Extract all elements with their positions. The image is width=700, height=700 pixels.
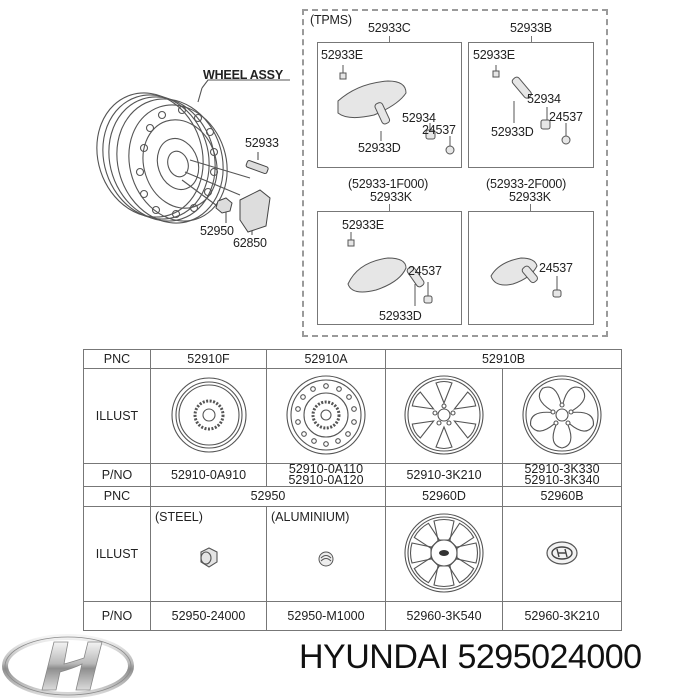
hyundai-logo <box>2 634 134 698</box>
callout-62850: 62850 <box>233 236 267 250</box>
pno-line: 52910-3K330 <box>524 462 600 476</box>
aluminium-lug-nut-icon <box>318 551 334 566</box>
part-24537: 24537 <box>549 110 583 124</box>
spare-steel-wheel-icon <box>170 376 247 453</box>
tpms-panel-1-code: 52933C <box>368 21 411 35</box>
tpms-group <box>302 9 608 337</box>
brand-part-number-caption: HYUNDAI 5295024000 <box>299 638 642 676</box>
illust-cell <box>385 506 503 602</box>
illust-cell <box>501 506 623 602</box>
part-52933D: 52933D <box>379 309 422 323</box>
parts-table: PNC 52910F 52910A 52910B ILLUST <box>83 349 623 631</box>
tpms-panel-4-code: 52933K <box>509 190 551 204</box>
callout-52933: 52933 <box>245 136 279 150</box>
pno-cell: 52910-0A110 52910-0A120 <box>266 462 386 487</box>
tpms-panel-3-variant: (52933-1F000) <box>348 177 429 191</box>
tpms-panel-3: 52933E 24537 52933D <box>317 211 462 325</box>
pno-line: 52910-3K340 <box>524 473 600 487</box>
pno-cell: 52960-3K210 <box>501 601 623 631</box>
callout-52950: 52950 <box>200 224 234 238</box>
tpms-valve-icon <box>492 65 571 145</box>
steel-wheel-icon <box>286 374 366 455</box>
pnc-cell: 52910F <box>150 349 267 369</box>
wheel-cover-icon <box>404 512 484 593</box>
wheel-assy-title: WHEEL ASSY <box>203 68 283 82</box>
tpms-panel-4: 24537 <box>468 211 594 325</box>
pno-cell: 52910-3K330 52910-3K340 <box>501 462 623 487</box>
tpms-panel-3-code: 52933K <box>370 190 412 204</box>
tpms-panel-4-variant: (52933-2F000) <box>486 177 567 191</box>
table-row-pno: P/NO 52950-24000 52950-M1000 52960-3K540… <box>83 601 623 631</box>
tpms-sensor-icon <box>347 232 433 306</box>
steel-wheel-icon <box>96 79 290 235</box>
illust-cell <box>385 368 503 464</box>
row-label-illust: ILLUST <box>83 506 151 602</box>
part-24537: 24537 <box>422 123 456 137</box>
table-row-illust: ILLUST (STEEL) (ALUMINIUM) <box>83 506 623 602</box>
material-label-steel: (STEEL) <box>155 510 203 524</box>
tpms-label: (TPMS) <box>310 13 352 27</box>
part-52933D: 52933D <box>491 125 534 139</box>
row-label-pno: P/NO <box>83 463 151 487</box>
illust-cell <box>266 368 386 464</box>
part-52933E: 52933E <box>321 48 363 62</box>
table-row-pnc: PNC 52950 52960D 52960B <box>83 486 623 507</box>
hyundai-logo-icon <box>2 634 134 698</box>
row-label-pno: P/NO <box>83 601 151 631</box>
pnc-cell: 52910A <box>266 349 386 369</box>
steel-lug-nut-icon <box>199 546 218 568</box>
tpms-integrated-sensor-icon <box>490 257 562 298</box>
illust-cell <box>150 368 267 464</box>
pno-cell: 52910-3K210 <box>385 463 503 487</box>
part-52934: 52934 <box>402 111 436 125</box>
part-52933E: 52933E <box>473 48 515 62</box>
pno-cell: 52960-3K540 <box>385 601 503 631</box>
hub-cap-emblem-icon <box>546 540 578 565</box>
illust-cell: (STEEL) <box>150 506 267 602</box>
pnc-cell: 52910B <box>384 349 623 369</box>
pnc-cell: 52950 <box>150 486 386 507</box>
illust-cell: (ALUMINIUM) <box>266 506 386 602</box>
table-row-pnc: PNC 52910F 52910A 52910B <box>83 349 623 369</box>
table-row-pno: P/NO 52910-0A910 52910-0A110 52910-0A120… <box>83 462 623 487</box>
tpms-panel-2: 52933E 52934 24537 52933D <box>468 42 594 168</box>
pno-cell: 52910-0A910 <box>150 463 267 487</box>
tpms-panel-2-code: 52933B <box>510 21 552 35</box>
alloy-wheel-5-spoke-icon <box>522 374 602 455</box>
illust-cell <box>501 368 623 464</box>
pno-line: 52910-0A120 <box>288 473 364 487</box>
pnc-cell: 52960B <box>501 486 623 507</box>
pno-line: 52910-0A110 <box>288 462 364 476</box>
row-label-pnc: PNC <box>83 349 151 369</box>
table-row-illust: ILLUST <box>83 368 623 464</box>
pnc-cell: 52960D <box>385 486 503 507</box>
pno-cell: 52950-24000 <box>150 601 267 631</box>
part-52934: 52934 <box>527 92 561 106</box>
wheel-assembly-diagram: WHEEL ASSY 52933 52950 62850 <box>90 60 300 260</box>
part-52933E: 52933E <box>342 218 384 232</box>
tpms-panel-1: 52933E 52934 24537 52933D <box>317 42 462 168</box>
tpms-sensor-icon <box>337 65 455 155</box>
part-24537: 24537 <box>408 264 442 278</box>
row-label-pnc: PNC <box>83 486 151 507</box>
part-52933D: 52933D <box>358 141 401 155</box>
row-label-illust: ILLUST <box>83 368 151 464</box>
alloy-wheel-6-spoke-icon <box>404 374 484 455</box>
part-24537: 24537 <box>539 261 573 275</box>
material-label-aluminium: (ALUMINIUM) <box>271 510 350 524</box>
pno-cell: 52950-M1000 <box>266 601 386 631</box>
